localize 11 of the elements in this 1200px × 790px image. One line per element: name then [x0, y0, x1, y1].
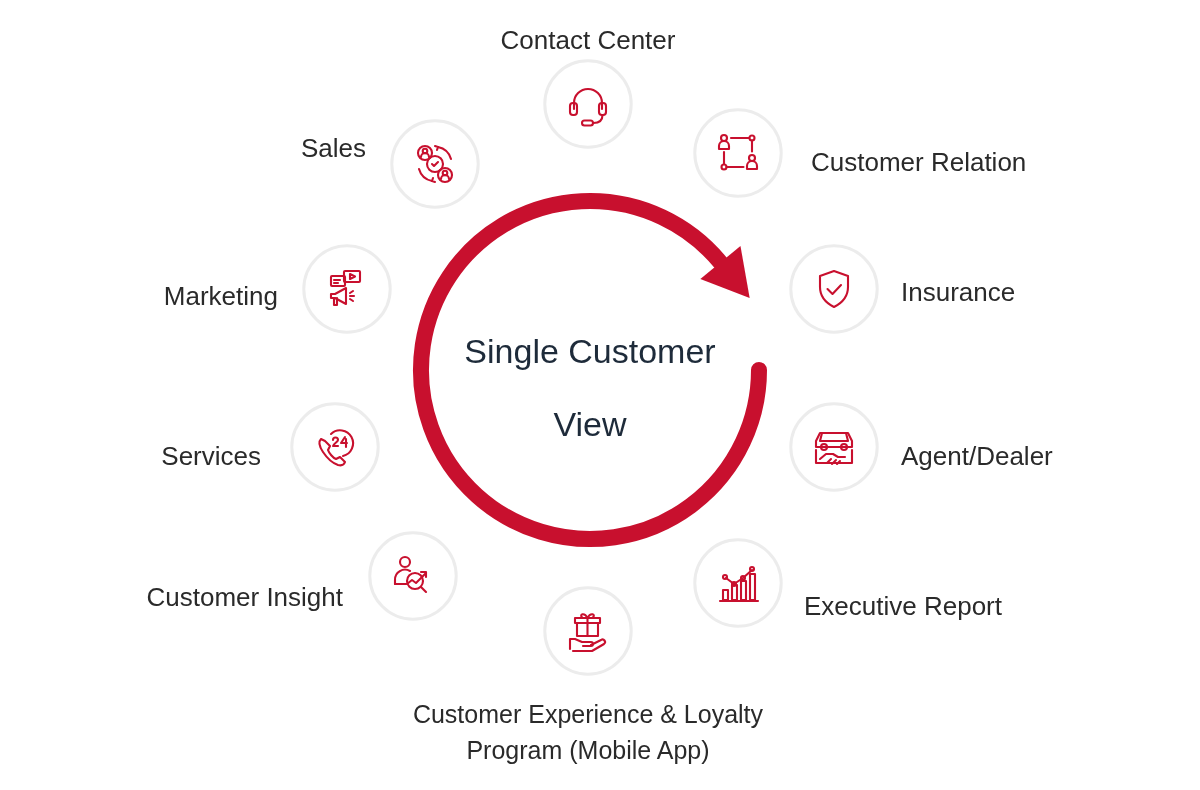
node-label: Insurance — [901, 277, 1016, 307]
node-label: Marketing — [163, 281, 278, 311]
node-label: Customer Experience & Loyalty Program (Mobile App) — [411, 699, 765, 766]
node-label: Services — [161, 441, 261, 471]
hub-label: Single Customer View — [463, 331, 717, 445]
node-label: Agent/Dealer — [901, 441, 1053, 471]
node-label: Executive Report — [804, 591, 1002, 621]
node-label: Sales — [300, 133, 366, 163]
node-label: Customer Relation — [811, 147, 1027, 177]
node-label: Contact Center — [500, 25, 676, 55]
node-label: Customer Insight — [146, 582, 343, 612]
